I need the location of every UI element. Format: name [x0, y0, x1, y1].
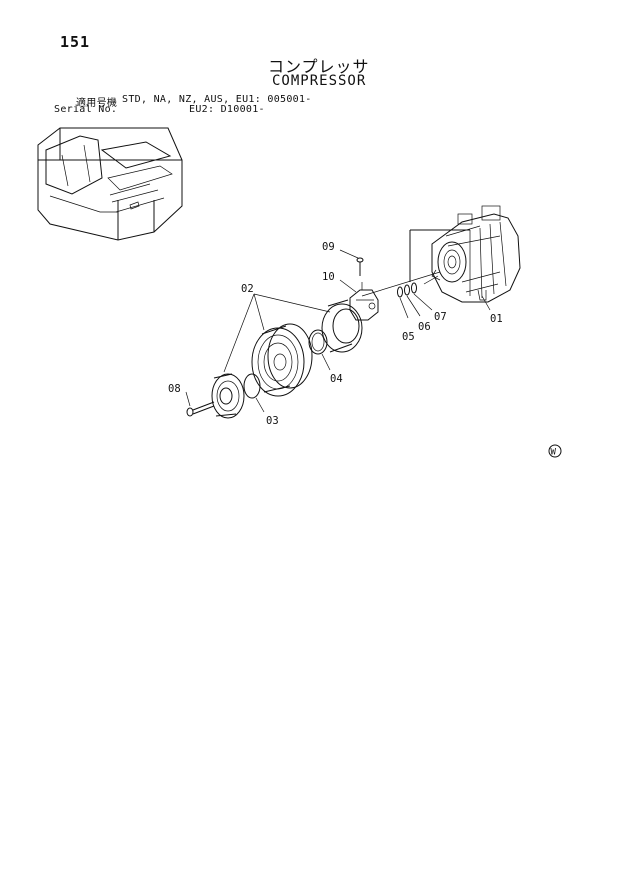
leader-lines [185, 249, 491, 413]
stator-housing-part [321, 299, 363, 353]
serial-label-english: Serial No. [54, 104, 118, 115]
snap-ring-part [308, 329, 328, 355]
serial-range-line-2: EU2: D10001- [189, 104, 265, 115]
compressor-part [409, 205, 521, 303]
label-part-05: 05 [402, 331, 415, 343]
page-number: 151 [60, 33, 91, 51]
part-labels: 01 02 03 04 05 06 07 08 09 10 [168, 241, 503, 427]
label-part-07: 07 [434, 311, 447, 323]
ring-part [243, 373, 261, 399]
screw-part [356, 257, 364, 276]
shims-part [397, 282, 417, 298]
label-part-08: 08 [168, 383, 181, 395]
title-japanese: コンプレッサ [268, 57, 370, 76]
watermark-symbol-text: W [551, 448, 557, 458]
title-english: COMPRESSOR [272, 73, 367, 89]
label-part-10: 10 [322, 271, 335, 283]
serial-label-japanese: 適用号機 [76, 98, 118, 109]
serial-range-line-1: STD, NA, NZ, AUS, EU1: 005001- [122, 94, 312, 105]
pulley-part [251, 323, 313, 397]
label-part-03: 03 [266, 415, 279, 427]
label-part-09: 09 [322, 241, 335, 253]
excavator-locator-icon [37, 127, 183, 241]
armature-plate-part [211, 373, 245, 419]
label-part-01: 01 [490, 313, 503, 325]
bolt-part [186, 401, 215, 417]
label-part-02: 02 [241, 283, 254, 295]
label-part-04: 04 [330, 373, 343, 385]
label-part-06: 06 [418, 321, 431, 333]
coil-part [349, 282, 379, 321]
watermark-w-icon: W [548, 444, 562, 458]
